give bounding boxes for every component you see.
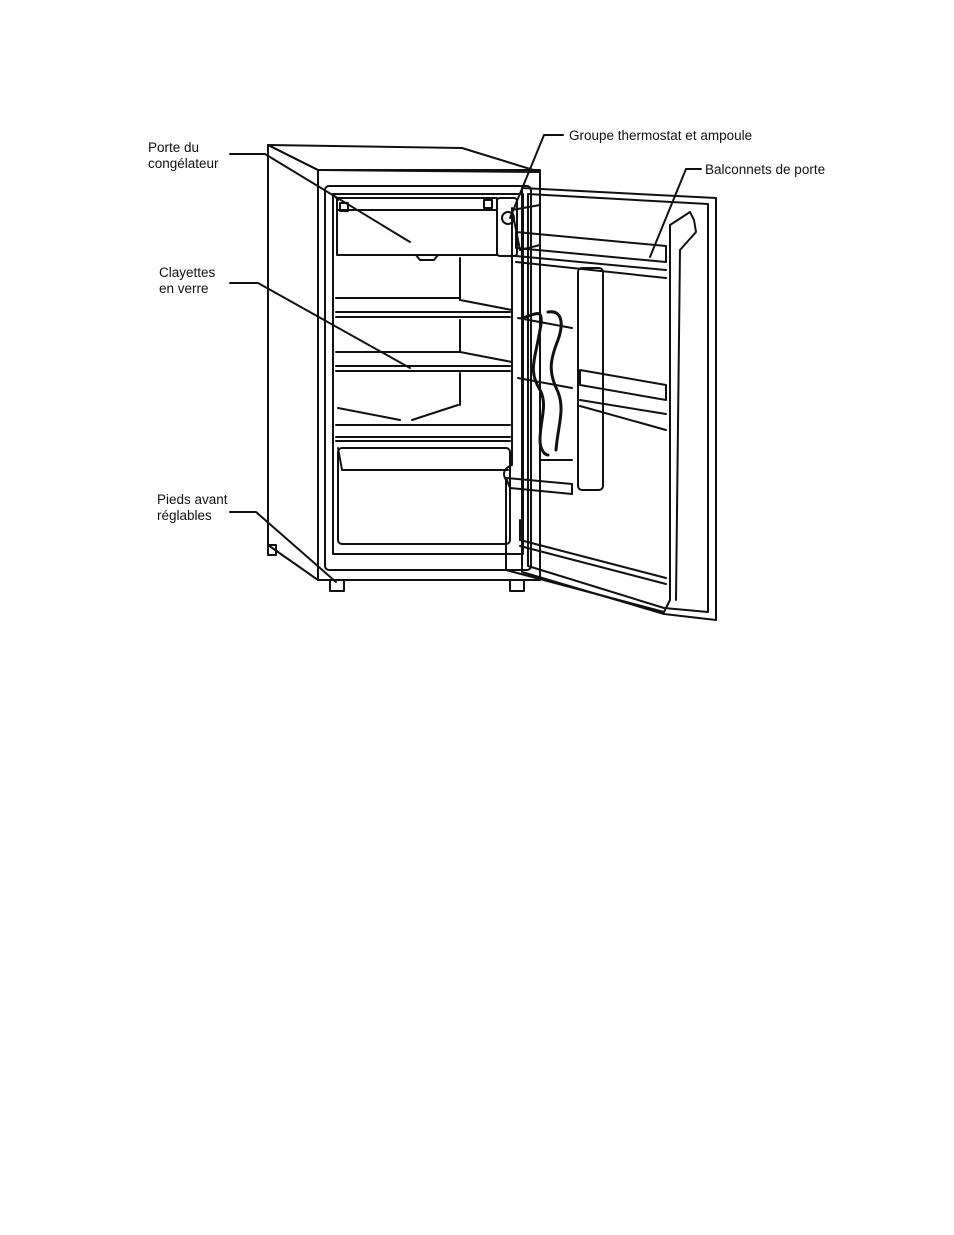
label-glass-shelves: Clayettes en verre (159, 265, 215, 297)
label-glass-shelves-line2: en verre (159, 281, 209, 296)
label-front-feet-line2: réglables (157, 508, 212, 523)
label-freezer-door-line1: Porte du (148, 140, 200, 155)
glass-shelves (335, 257, 513, 442)
label-freezer-door-line2: congélateur (148, 156, 219, 171)
leader-lines (229, 134, 702, 583)
label-thermostat: Groupe thermostat et ampoule (569, 128, 752, 144)
label-glass-shelves-line1: Clayettes (159, 265, 216, 280)
label-thermostat-text: Groupe thermostat et ampoule (569, 128, 753, 143)
freezer-compartment (336, 197, 518, 261)
leader-shelves (229, 282, 411, 369)
crisper-drawer (337, 447, 511, 545)
label-door-balconies: Balconnets de porte (705, 162, 825, 178)
label-door-balconies-text: Balconnets de porte (705, 162, 826, 177)
fridge-feet (267, 544, 525, 592)
leader-door-balconies (649, 168, 702, 258)
label-freezer-door: Porte du congélateur (148, 140, 219, 172)
label-front-feet-line1: Pieds avant (157, 492, 228, 507)
label-front-feet: Pieds avant réglables (157, 492, 228, 524)
leader-freezer (229, 153, 411, 243)
fridge-door (503, 187, 717, 621)
leader-thermostat (509, 134, 564, 219)
leader-feet (229, 511, 337, 583)
